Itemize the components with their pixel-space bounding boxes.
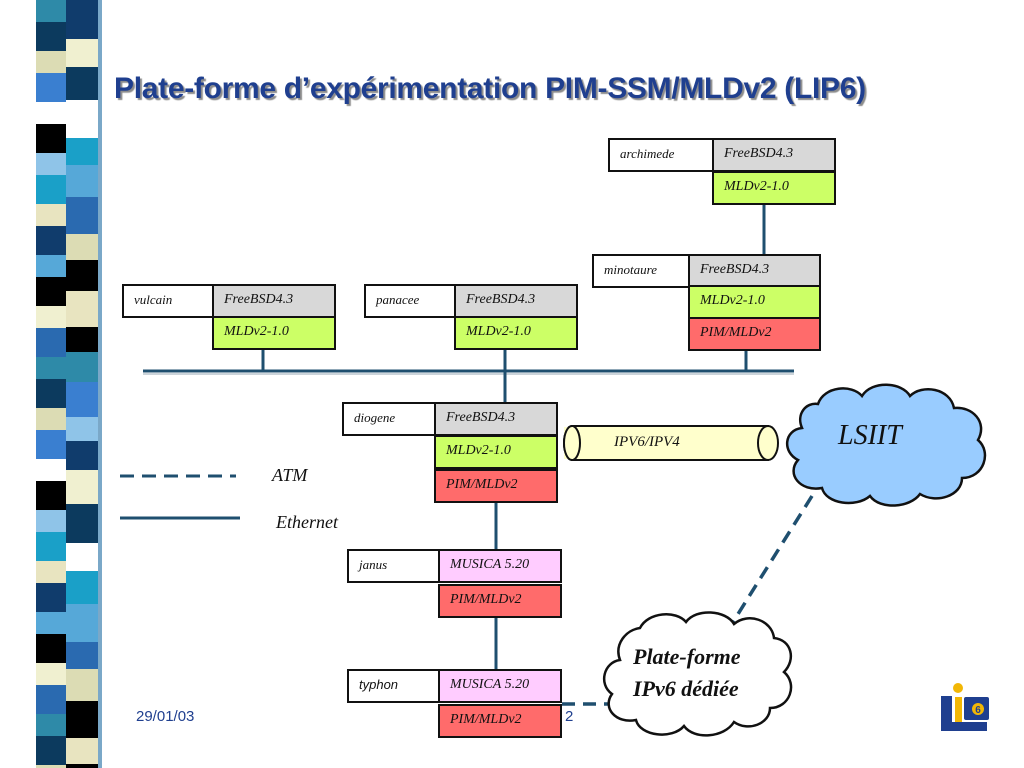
decorative-stripe <box>36 0 102 768</box>
footer-date: 29/01/03 <box>136 708 195 725</box>
host-minotaure-mld: MLDv2-1.0 <box>688 285 821 319</box>
host-typhon-app: MUSICA 5.20 <box>438 669 562 703</box>
host-diogene-pim: PIM/MLDv2 <box>434 469 558 503</box>
legend-atm-label: ATM <box>272 465 308 485</box>
host-minotaure-pim: PIM/MLDv2 <box>688 317 821 351</box>
host-diogene-name: diogene <box>342 402 436 436</box>
legend-ethernet-label: Ethernet <box>276 512 338 532</box>
lsiit-label: LSIIT <box>838 420 902 451</box>
slide-title: Plate-forme d’expérimentation PIM-SSM/ML… <box>114 72 866 105</box>
host-typhon-name: typhon <box>347 669 440 703</box>
host-archimede-os: FreeBSD4.3 <box>712 138 836 172</box>
host-vulcain-name: vulcain <box>122 284 214 318</box>
host-janus-name: janus <box>347 549 440 583</box>
platform-label-line1: Plate-forme <box>633 644 741 669</box>
host-panacee-mld: MLDv2-1.0 <box>454 316 578 350</box>
svg-text:6: 6 <box>975 705 981 716</box>
host-archimede-mld: MLDv2-1.0 <box>712 171 836 205</box>
platform-cloud <box>602 611 793 737</box>
host-diogene-mld: MLDv2-1.0 <box>434 435 558 469</box>
host-vulcain-mld: MLDv2-1.0 <box>212 316 336 350</box>
host-typhon-pim: PIM/MLDv2 <box>438 704 562 738</box>
host-archimede-name: archimede <box>608 138 714 172</box>
host-minotaure-os: FreeBSD4.3 <box>688 254 821 288</box>
host-minotaure-name: minotaure <box>592 254 690 288</box>
lip6-logo: 6 <box>941 683 989 731</box>
tunnel-tube <box>563 425 779 461</box>
host-janus-pim: PIM/MLDv2 <box>438 584 562 618</box>
host-diogene-os: FreeBSD4.3 <box>434 402 558 436</box>
host-vulcain-os: FreeBSD4.3 <box>212 284 336 318</box>
tunnel-label: IPV6/IPV4 <box>614 434 680 450</box>
host-panacee-name: panacee <box>364 284 456 318</box>
lsiit-cloud <box>786 383 987 507</box>
host-panacee-os: FreeBSD4.3 <box>454 284 578 318</box>
page-number: 2 <box>565 708 574 725</box>
host-janus-app: MUSICA 5.20 <box>438 549 562 583</box>
platform-label-line2: IPv6 dédiée <box>633 676 739 701</box>
atm-link-lsiit <box>731 495 814 623</box>
